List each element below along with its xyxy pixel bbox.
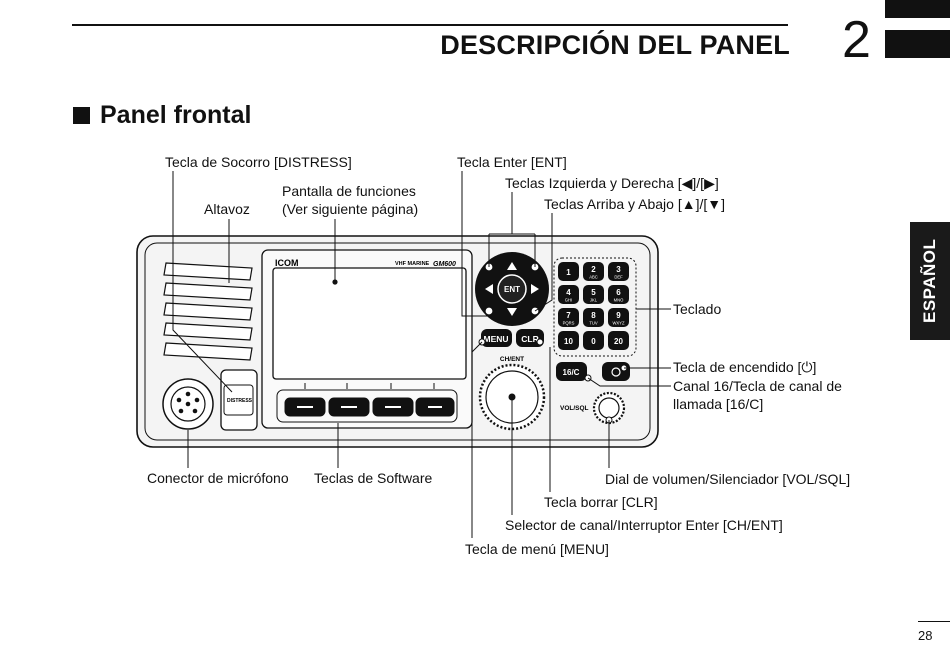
keypad-key-letters: WXYZ xyxy=(612,321,625,326)
keypad-key-4 xyxy=(558,285,579,304)
model-prefix: VHF MARINE xyxy=(395,261,430,267)
label-power: Tecla de encendido [⏻] xyxy=(673,359,817,375)
ch16-key xyxy=(556,362,587,381)
keypad-key-number: 5 xyxy=(591,288,596,297)
keypad-key-number: 2 xyxy=(591,265,596,274)
ch-ent-label: CH/ENT xyxy=(500,356,524,363)
keypad-key-7 xyxy=(558,308,579,327)
keypad-key-letters: JKL xyxy=(590,298,598,303)
radio-body-inner xyxy=(144,242,651,441)
speaker-grille xyxy=(163,262,253,361)
distress-key-label: DISTRESS xyxy=(227,398,253,404)
label-ch-ent: Selector de canal/Interruptor Enter [CH/… xyxy=(505,517,783,533)
dpad-arrows xyxy=(485,262,539,316)
label-display-line1: Pantalla de funciones xyxy=(282,183,416,199)
soft-key-ticks xyxy=(304,383,435,389)
label-clr: Tecla borrar [CLR] xyxy=(544,494,658,510)
keypad-key-number: 3 xyxy=(616,265,621,274)
label-ch16-line2: llamada [16/C] xyxy=(673,396,764,412)
leader-up-down xyxy=(534,213,553,312)
footer-rule xyxy=(918,621,950,622)
keypad-key-3 xyxy=(608,262,629,281)
label-left-right: Teclas Izquierda y Derecha [◀]/[▶] xyxy=(505,175,719,191)
soft-key-bezel xyxy=(276,389,458,423)
keypad-key-2 xyxy=(583,262,604,281)
page-title: DESCRIPCIÓN DEL PANEL xyxy=(440,30,790,60)
keypad-key-5 xyxy=(583,285,604,304)
keypad-bezel xyxy=(553,257,637,357)
function-display xyxy=(272,267,467,380)
leader-enter xyxy=(461,171,490,317)
section-bullet xyxy=(73,107,90,124)
language-tab xyxy=(910,222,950,340)
chapter-bar-top xyxy=(885,0,950,18)
label-mic: Conector de micrófono xyxy=(147,470,289,486)
chapter-bar-bottom xyxy=(885,30,950,58)
label-soft-keys: Teclas de Software xyxy=(314,470,433,486)
section-heading: Panel frontal xyxy=(73,101,251,130)
clr-marker-dot xyxy=(536,338,544,346)
keypad-key-letters: PQRS xyxy=(563,321,575,326)
keypad-key-number: 7 xyxy=(566,311,571,320)
label-display-line2: (Ver siguiente página) xyxy=(282,201,419,217)
page-number: 28 xyxy=(918,628,933,643)
keypad-key-20 xyxy=(608,331,629,350)
label-speaker: Altavoz xyxy=(204,201,250,217)
label-enter: Tecla Enter [ENT] xyxy=(457,154,567,170)
keypad-key-number: 6 xyxy=(616,288,621,297)
keypad-key-number: 20 xyxy=(614,337,623,346)
menu-key xyxy=(481,329,512,347)
ch16-key-label: 16/C xyxy=(563,368,580,377)
keypad-key-number: 8 xyxy=(591,311,596,320)
keypad-key-10 xyxy=(558,331,579,350)
keypad-key-number: 1 xyxy=(566,268,571,277)
label-menu: Tecla de menú [MENU] xyxy=(465,541,609,557)
keypad-key-number: 10 xyxy=(564,337,573,346)
keypad-key-number: 9 xyxy=(616,311,621,320)
power-key xyxy=(602,362,630,381)
vol-sql-label: VOL/SQL xyxy=(560,405,589,412)
keypad-key-6 xyxy=(608,285,629,304)
brand-logo: ICOM xyxy=(275,258,299,268)
leader-ch16 xyxy=(587,377,671,387)
keypad-key-1 xyxy=(558,262,579,281)
keypad-key-8 xyxy=(583,308,604,327)
power-icon xyxy=(611,367,621,377)
leader-menu xyxy=(471,341,483,538)
keypad-key-letters: GHI xyxy=(565,298,572,303)
keypad-key-letters: ABC xyxy=(589,275,598,280)
keypad-key-letters: MNO xyxy=(614,298,625,303)
distress-key xyxy=(223,384,254,416)
menu-key-label: MENU xyxy=(483,334,508,344)
keypad-key-number: 0 xyxy=(591,337,596,346)
keypad-key-9 xyxy=(608,308,629,327)
ent-key-label: ENT xyxy=(504,285,520,294)
leader-lines xyxy=(172,171,671,538)
ch-ent-dial-center xyxy=(508,393,516,401)
section-title: Panel frontal xyxy=(100,101,252,129)
label-ch16-line1: Canal 16/Tecla de canal de xyxy=(673,378,842,394)
keypad-key-letters: DEF xyxy=(614,275,623,280)
keypad-key-letters: TUV xyxy=(589,321,598,326)
keypad-key-number: 4 xyxy=(566,288,571,297)
label-keypad: Teclado xyxy=(673,301,722,317)
vol-sql-knob xyxy=(598,397,620,419)
leader-left-right xyxy=(488,192,536,267)
label-distress: Tecla de Socorro [DISTRESS] xyxy=(165,154,352,170)
mic-connector-pins xyxy=(176,391,200,414)
label-up-down: Teclas Arriba y Abajo [▲]/[▼] xyxy=(544,196,726,212)
model-name: GM600 xyxy=(433,261,456,268)
header-rule xyxy=(72,24,788,26)
clr-key-label: CLR xyxy=(521,334,538,344)
leader-distress xyxy=(172,171,233,393)
chapter-number: 2 xyxy=(842,11,871,69)
keypad-key-0 xyxy=(583,331,604,350)
ent-key xyxy=(497,274,527,304)
label-vol-sql: Dial de volumen/Silenciador [VOL/SQL] xyxy=(605,471,851,487)
